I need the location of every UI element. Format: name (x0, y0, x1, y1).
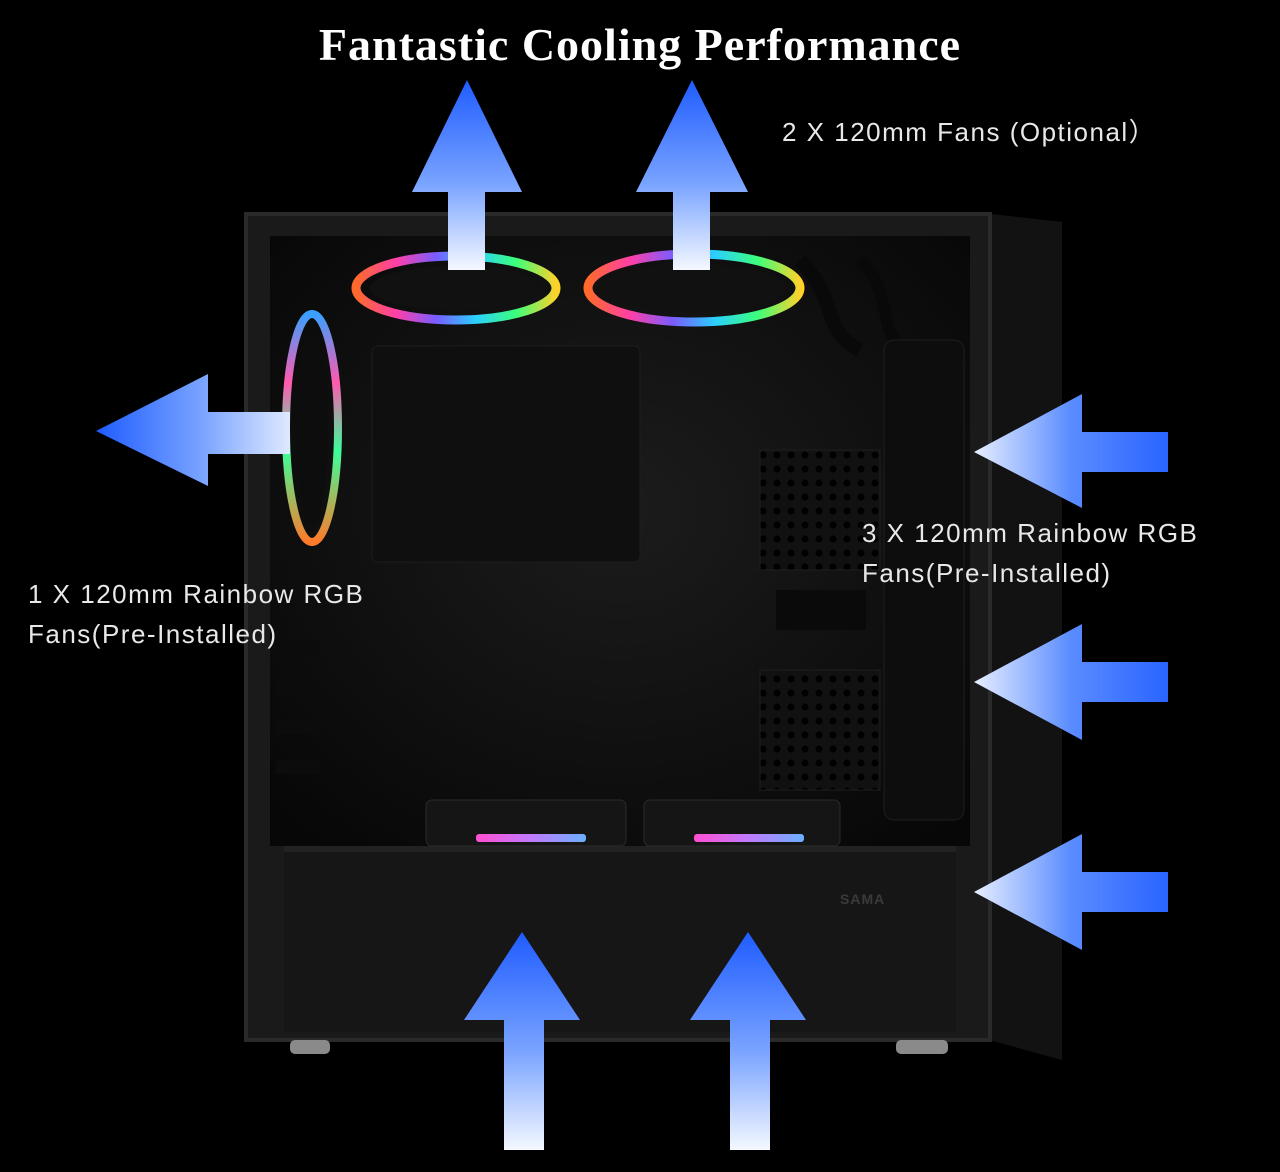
intake-arrow-bottom-right (690, 932, 806, 1150)
bottom-fan-1 (425, 799, 627, 847)
exhaust-arrow-rear (96, 374, 290, 486)
bottom-fan-2 (643, 799, 841, 847)
rear-fan-label-line1: 1 X 120mm Rainbow RGB (28, 579, 365, 609)
exhaust-arrow-top-left (412, 80, 522, 270)
intake-arrow-front-2 (974, 624, 1168, 740)
page-title: Fantastic Cooling Performance (318, 19, 962, 70)
pc-case (244, 212, 1062, 1060)
rear-fan-label-line2: Fans(Pre-Installed) (28, 619, 278, 649)
front-fans-label: 3 X 120mm Rainbow RGB Fans(Pre-Installed… (862, 513, 1198, 593)
expansion-slots (276, 640, 320, 774)
intake-arrow-front-1 (974, 394, 1168, 508)
intake-arrow-bottom-left (464, 932, 580, 1150)
top-fans-label: 2 X 120mm Fans (Optional） (782, 112, 1156, 152)
brand-mark: SAMA (840, 891, 886, 907)
rear-fan-label: 1 X 120mm Rainbow RGB Fans(Pre-Installed… (28, 574, 364, 654)
front-fans-label-line1: 3 X 120mm Rainbow RGB (862, 518, 1199, 548)
exhaust-arrow-top-right (636, 80, 748, 270)
intake-arrow-front-3 (974, 834, 1168, 950)
top-fans-label-text: 2 X 120mm Fans (Optional） (782, 117, 1157, 147)
front-fans-label-line2: Fans(Pre-Installed) (862, 558, 1112, 588)
